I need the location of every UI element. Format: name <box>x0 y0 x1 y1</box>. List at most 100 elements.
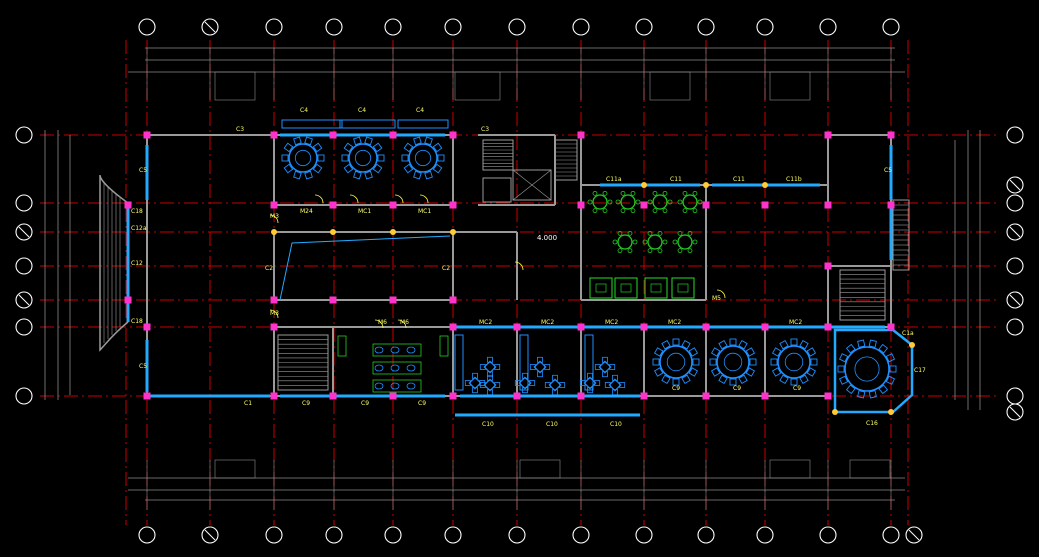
chair <box>602 356 608 363</box>
toilet-icon <box>374 382 384 390</box>
square-table-icon <box>598 360 612 374</box>
outline-box <box>849 459 891 479</box>
column-marker <box>702 392 710 400</box>
chair <box>692 208 698 214</box>
square-table-icon <box>608 378 622 392</box>
grid-bubble-icon <box>572 18 590 36</box>
round-table-icon <box>592 194 608 210</box>
chair <box>437 154 445 162</box>
door-tag: M6 <box>378 319 387 326</box>
chair <box>293 136 302 146</box>
grid-bubble-icon <box>882 526 900 544</box>
chair <box>729 378 737 386</box>
window-tag: C11b <box>786 176 802 183</box>
chair <box>681 374 691 385</box>
chair <box>537 356 543 363</box>
square-table-icon <box>483 360 497 374</box>
door-tag: M6 <box>400 319 409 326</box>
chair <box>487 356 493 363</box>
window-tag: C10 <box>546 421 558 428</box>
grid-bubble-icon <box>138 526 156 544</box>
elevator-shaft <box>512 169 552 201</box>
window-tag: C10 <box>482 421 494 428</box>
column-marker <box>270 201 278 209</box>
chair <box>878 384 889 395</box>
column-marker <box>389 131 397 139</box>
column-marker <box>329 296 337 304</box>
door-tag: M24 <box>300 208 313 215</box>
round-table-icon <box>288 143 318 173</box>
round-table-icon <box>777 345 811 379</box>
chair <box>661 339 671 350</box>
grid-bubble-icon <box>819 18 837 36</box>
chair <box>619 382 626 388</box>
chair <box>487 389 493 396</box>
chair <box>738 374 748 385</box>
column-marker <box>330 229 336 235</box>
chair <box>609 364 616 370</box>
column-marker <box>143 131 151 139</box>
chair <box>837 365 845 373</box>
chair <box>372 163 383 174</box>
chair <box>627 248 633 254</box>
stairs <box>277 139 910 391</box>
grid-bubble-icon <box>508 18 526 36</box>
bubble-slash <box>1009 406 1021 418</box>
column-marker <box>702 201 710 209</box>
window-tag: C17 <box>914 367 926 374</box>
door-swing-icon <box>397 319 407 329</box>
chair <box>403 163 414 174</box>
toilet-icon <box>406 346 416 354</box>
sink-counter <box>439 335 449 357</box>
chair <box>790 338 798 346</box>
chair <box>688 367 699 377</box>
screen-panel <box>339 119 396 129</box>
chair <box>878 343 889 354</box>
column-marker <box>143 323 151 331</box>
column-marker <box>513 392 521 400</box>
chair <box>592 208 598 214</box>
chair <box>552 374 558 381</box>
chair <box>745 347 756 357</box>
grid-bubble-icon <box>15 257 33 275</box>
round-table-icon <box>682 194 698 210</box>
chair <box>885 375 896 385</box>
door-swing-icon <box>394 194 404 204</box>
chair <box>544 382 551 388</box>
grid-bubble-icon <box>756 526 774 544</box>
stair-icon <box>482 139 514 171</box>
toilet-stall <box>372 379 422 393</box>
bubble-slash <box>204 21 216 33</box>
grid-bubble-icon <box>444 526 462 544</box>
column-marker <box>329 131 337 139</box>
chair <box>587 199 593 205</box>
chair <box>838 353 849 363</box>
chair <box>401 154 409 162</box>
chair <box>612 239 618 245</box>
column-marker <box>762 182 768 188</box>
door-tag: MC2 <box>605 319 618 326</box>
door-tag: MC1 <box>358 208 371 215</box>
window-tag: C5 <box>139 167 147 174</box>
door-swing-icon <box>349 194 359 204</box>
door-tag: MC2 <box>668 319 681 326</box>
door-tag: M3 <box>270 213 279 220</box>
chair <box>592 190 598 196</box>
column-marker <box>641 182 647 188</box>
chair <box>687 248 693 254</box>
window-tag: C4 <box>416 107 424 114</box>
chair <box>709 358 717 366</box>
grid-bubble-icon <box>201 526 219 544</box>
column-marker <box>450 229 456 235</box>
chair <box>494 382 501 388</box>
column-marker <box>832 409 838 415</box>
grid-bubble-icon <box>697 526 715 544</box>
grid-bubble-icon <box>1006 257 1024 275</box>
round-table-icon <box>659 345 693 379</box>
chair <box>343 163 354 174</box>
chair <box>857 339 866 348</box>
window-tag: C1a <box>902 330 914 337</box>
round-table-icon <box>844 346 890 392</box>
chair <box>559 382 566 388</box>
sink-counter <box>337 335 347 357</box>
